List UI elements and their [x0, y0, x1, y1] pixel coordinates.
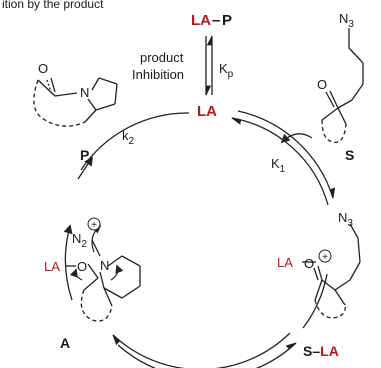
product-oxygen: O — [38, 61, 48, 76]
complex-oxygen: O — [304, 256, 314, 271]
substrate-oxygen: O — [317, 77, 327, 92]
cycle-circle — [63, 110, 336, 368]
complex-la-label: LA — [277, 255, 293, 270]
kp-label: Kp — [219, 61, 234, 80]
species-p-label: P — [80, 147, 89, 163]
header-fragment: ition by the product — [2, 0, 104, 11]
intermediate-structure — [66, 239, 141, 322]
k2-label: k2 — [122, 128, 135, 147]
dinitrogen-charge-circle — [87, 217, 101, 231]
product-label: product — [140, 50, 184, 65]
complex-plus-charge: + — [322, 252, 328, 263]
k2-step-arrow — [77, 156, 94, 180]
inhibition-label: Inhibition — [132, 67, 184, 82]
substrate-entry-arrow — [280, 133, 313, 144]
substrate-azide: N3 — [339, 11, 354, 30]
dinitrogen-plus-charge: + — [91, 220, 97, 231]
product-inhibition-equilibrium-arrows — [205, 34, 213, 97]
intermediate-nitrogen: N — [100, 258, 109, 273]
intermediate-oxygen: O — [77, 259, 87, 274]
species-a-label: A — [60, 335, 70, 351]
intermediate-dinitrogen: N2 — [72, 231, 87, 250]
top-la-label: LA — [191, 12, 211, 29]
top-dash: – — [212, 12, 220, 29]
species-s-la-label: S–LA — [303, 343, 339, 359]
complex-oxonium-charge-circle — [318, 249, 332, 263]
center-la-label: LA — [197, 103, 217, 120]
substrate-lewis-acid-complex-structure — [302, 223, 361, 319]
intermediate-la-label: LA — [44, 259, 60, 274]
product-nitrogen: N — [80, 85, 89, 100]
product-structure — [33, 77, 118, 127]
k1-label: K1 — [271, 156, 286, 175]
complex-azide: N3 — [338, 210, 353, 229]
substrate-structure — [321, 28, 364, 144]
top-p-label: P — [222, 12, 232, 29]
species-s-label: S — [345, 147, 354, 163]
